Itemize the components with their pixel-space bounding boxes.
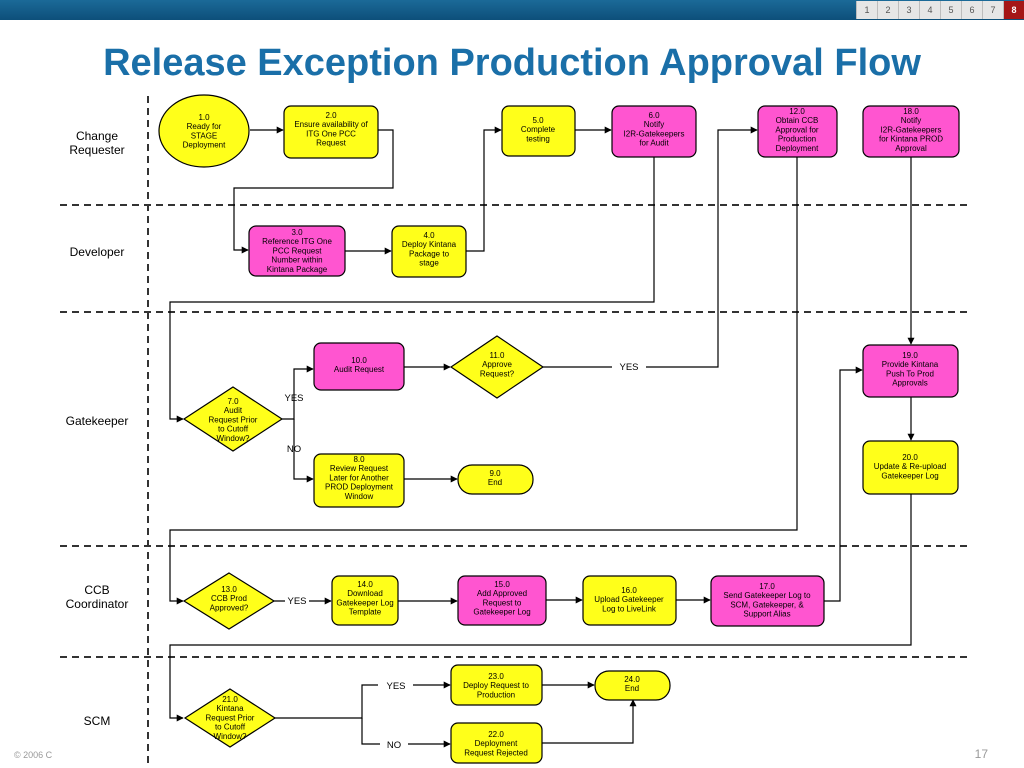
- process-node: [313, 453, 405, 508]
- edge-label-yes: YES: [287, 596, 306, 607]
- lane-label-scm: SCM: [84, 714, 111, 728]
- edge-label-yes: YES: [284, 393, 303, 404]
- process-node: [710, 575, 825, 627]
- connector: [542, 699, 637, 744]
- footer-page-number: 17: [974, 747, 988, 761]
- page-navigator: 1 2 3 4 5 6 7 8: [856, 1, 1024, 19]
- page-button[interactable]: 2: [877, 1, 898, 19]
- connector: [169, 157, 798, 605]
- connector: [282, 365, 314, 420]
- page-button[interactable]: 6: [961, 1, 982, 19]
- edge-label-no: NO: [287, 444, 301, 455]
- connector: [275, 685, 450, 719]
- decision-node: [182, 386, 284, 452]
- process-node: [862, 440, 959, 495]
- connector: [361, 718, 450, 744]
- process-node: [248, 225, 346, 277]
- page-button[interactable]: 5: [940, 1, 961, 19]
- page-button[interactable]: 4: [919, 1, 940, 19]
- connector: [233, 129, 394, 254]
- end-node: [594, 670, 671, 701]
- edge-label-no: NO: [387, 740, 401, 751]
- process-node: [457, 575, 547, 626]
- page-button[interactable]: 7: [982, 1, 1003, 19]
- process-node: [450, 664, 543, 706]
- lane-label-developer: Developer: [70, 245, 125, 259]
- connector: [169, 157, 655, 423]
- process-node: [582, 575, 677, 626]
- process-node: [283, 105, 379, 159]
- edge-label-yes: YES: [386, 681, 405, 692]
- top-bar: 1 2 3 4 5 6 7 8: [0, 0, 1024, 20]
- connector: [293, 419, 314, 483]
- start-node: [158, 94, 250, 168]
- footer-copyright: © 2006 C: [14, 750, 53, 760]
- connector: [466, 126, 502, 252]
- process-node: [501, 105, 576, 157]
- process-node: [391, 225, 467, 278]
- process-node: [313, 342, 405, 391]
- process-node: [331, 575, 399, 626]
- connector: [169, 494, 912, 722]
- decision-node: [182, 572, 276, 630]
- page-button[interactable]: 3: [898, 1, 919, 19]
- decision-node: [183, 688, 277, 748]
- page-button[interactable]: 1: [856, 1, 877, 19]
- connector: [824, 366, 863, 602]
- edge-label-yes: YES: [619, 362, 638, 373]
- process-node: [757, 105, 838, 158]
- end-node: [457, 464, 534, 495]
- decision-node: [449, 335, 545, 399]
- process-node: [611, 105, 697, 158]
- page-title: Release Exception Production Approval Fl…: [103, 42, 921, 84]
- page-button-active[interactable]: 8: [1003, 1, 1024, 19]
- lane-label-gatekeeper: Gatekeeper: [66, 414, 129, 428]
- process-node: [862, 105, 960, 158]
- connector: [543, 130, 757, 368]
- process-node: [862, 344, 959, 398]
- process-node: [450, 722, 543, 764]
